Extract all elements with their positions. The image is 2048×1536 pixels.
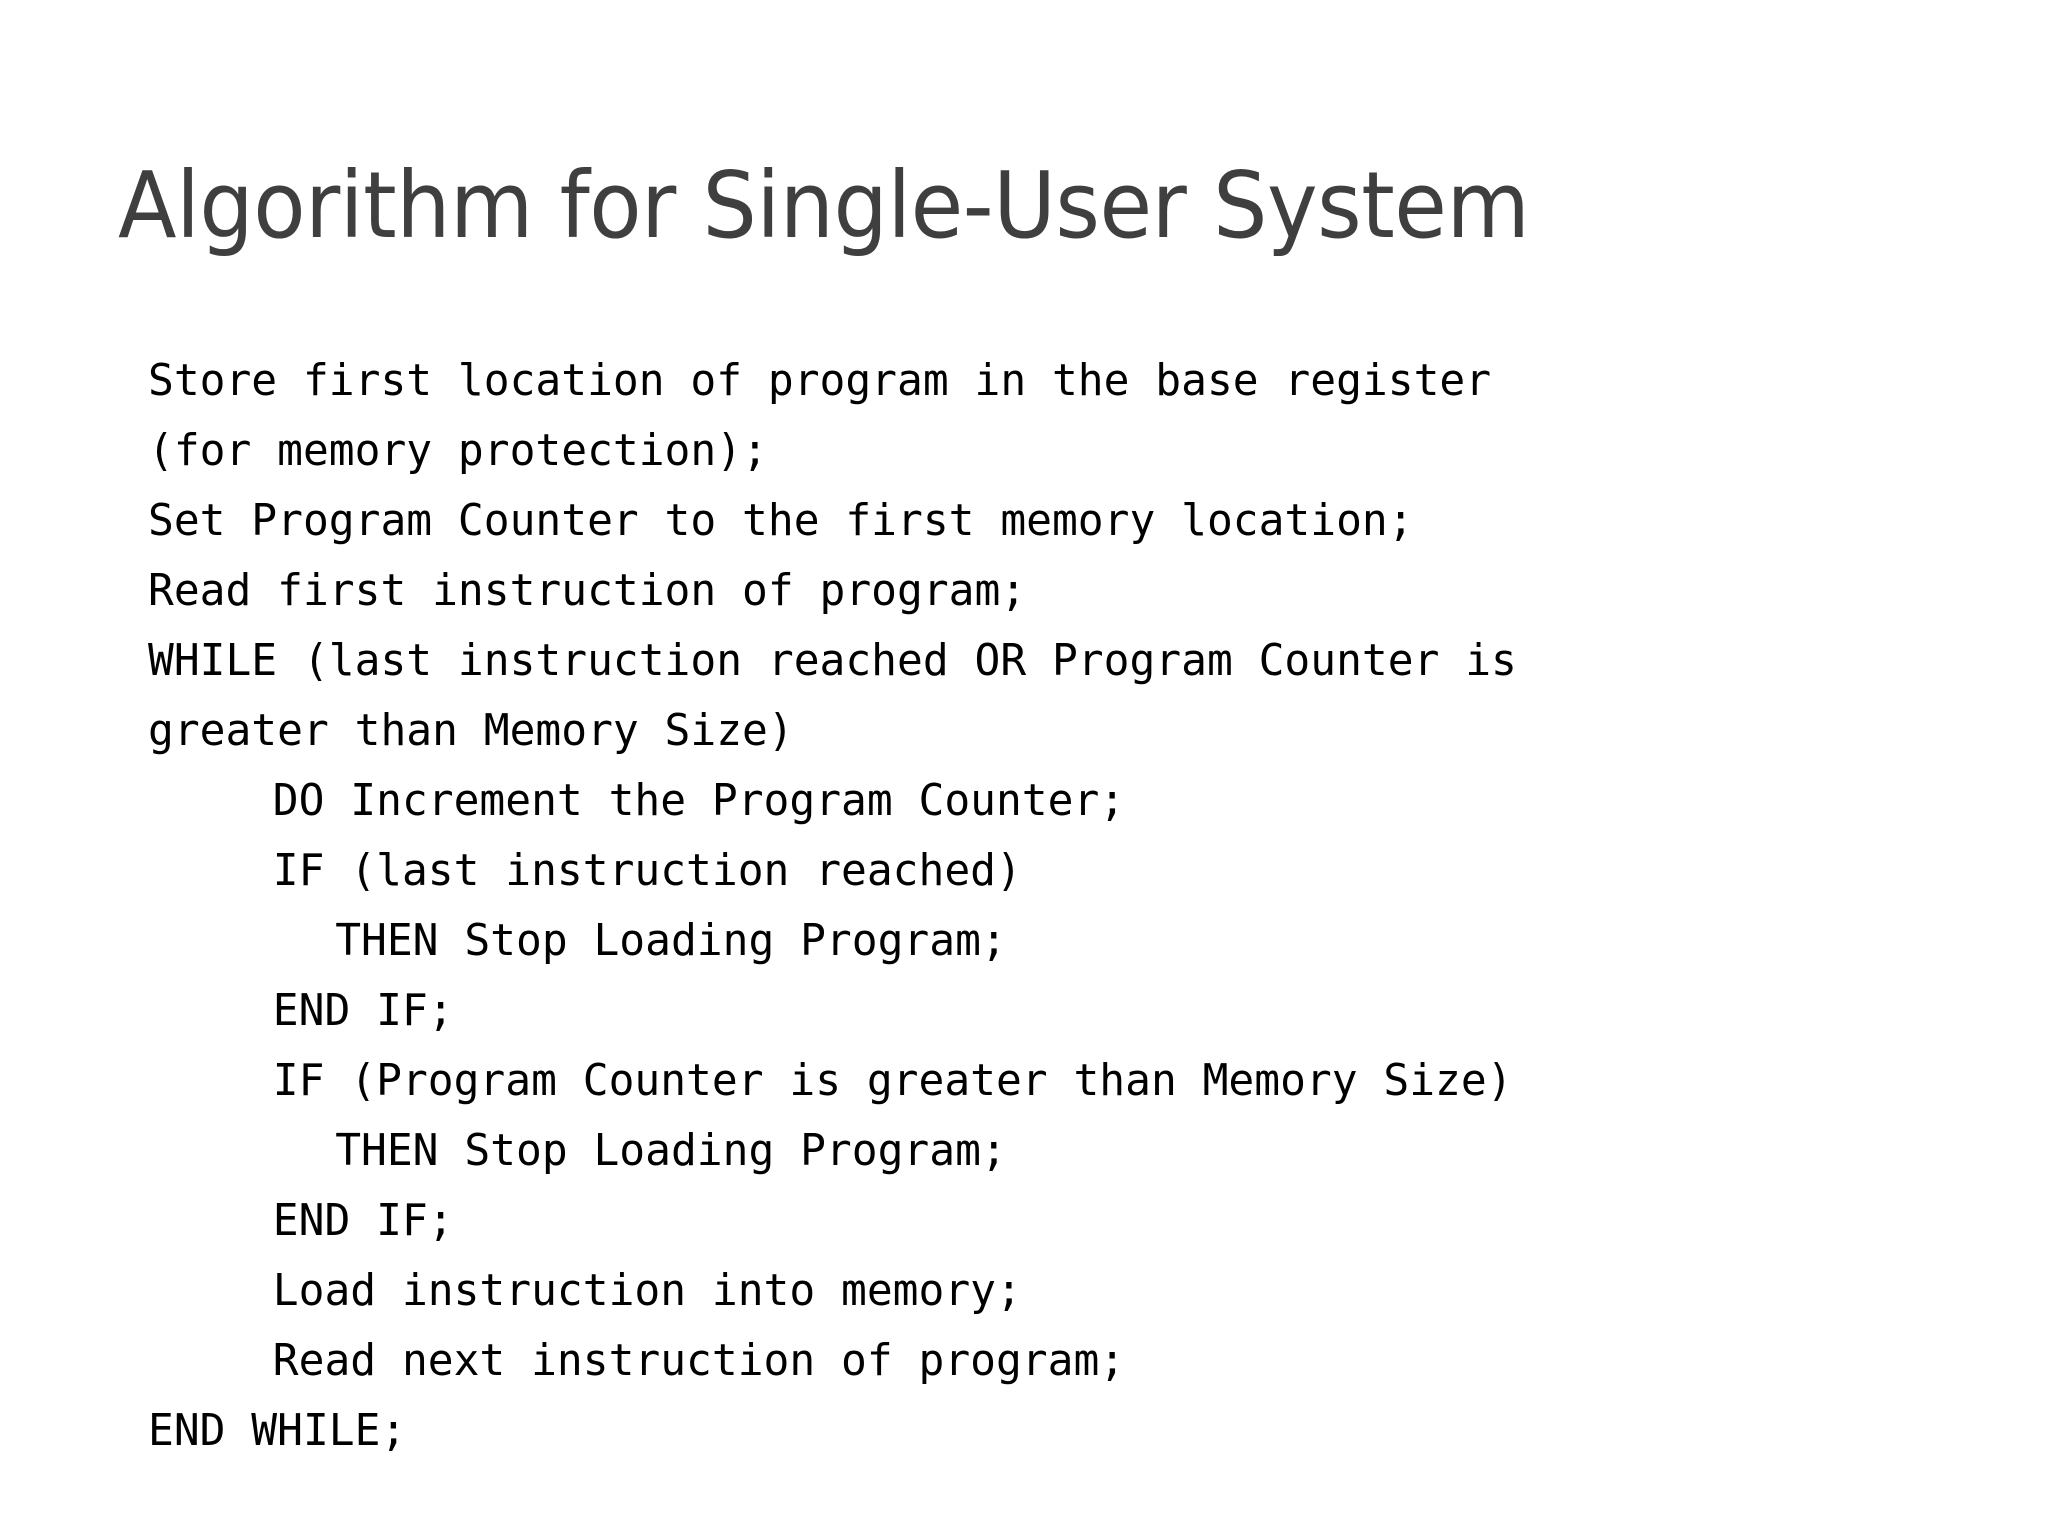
algorithm-line: END IF; bbox=[272, 1195, 454, 1246]
algorithm-line: THEN Stop Loading Program; bbox=[335, 915, 1007, 966]
algorithm-pseudocode-block: Store first location of program in the b… bbox=[148, 346, 1978, 1466]
algorithm-line: IF (Program Counter is greater than Memo… bbox=[272, 1055, 1513, 1106]
algorithm-line: Read first instruction of program; bbox=[148, 565, 1027, 616]
page-title: Algorithm for Single-User System bbox=[118, 151, 1530, 259]
algorithm-line: END WHILE; bbox=[148, 1405, 407, 1456]
algorithm-line: Set Program Counter to the first memory … bbox=[148, 495, 1414, 546]
algorithm-line: Read next instruction of program; bbox=[272, 1335, 1126, 1386]
algorithm-line: Load instruction into memory; bbox=[272, 1265, 1022, 1316]
algorithm-line: IF (last instruction reached) bbox=[272, 845, 1022, 896]
algorithm-line: END IF; bbox=[272, 985, 454, 1036]
algorithm-line: THEN Stop Loading Program; bbox=[335, 1125, 1007, 1176]
algorithm-line: DO Increment the Program Counter; bbox=[272, 775, 1126, 826]
algorithm-line: (for memory protection); bbox=[148, 425, 768, 476]
algorithm-line: greater than Memory Size) bbox=[148, 705, 794, 756]
algorithm-line: Store first location of program in the b… bbox=[148, 355, 1492, 406]
algorithm-line: WHILE (last instruction reached OR Progr… bbox=[148, 635, 1517, 686]
